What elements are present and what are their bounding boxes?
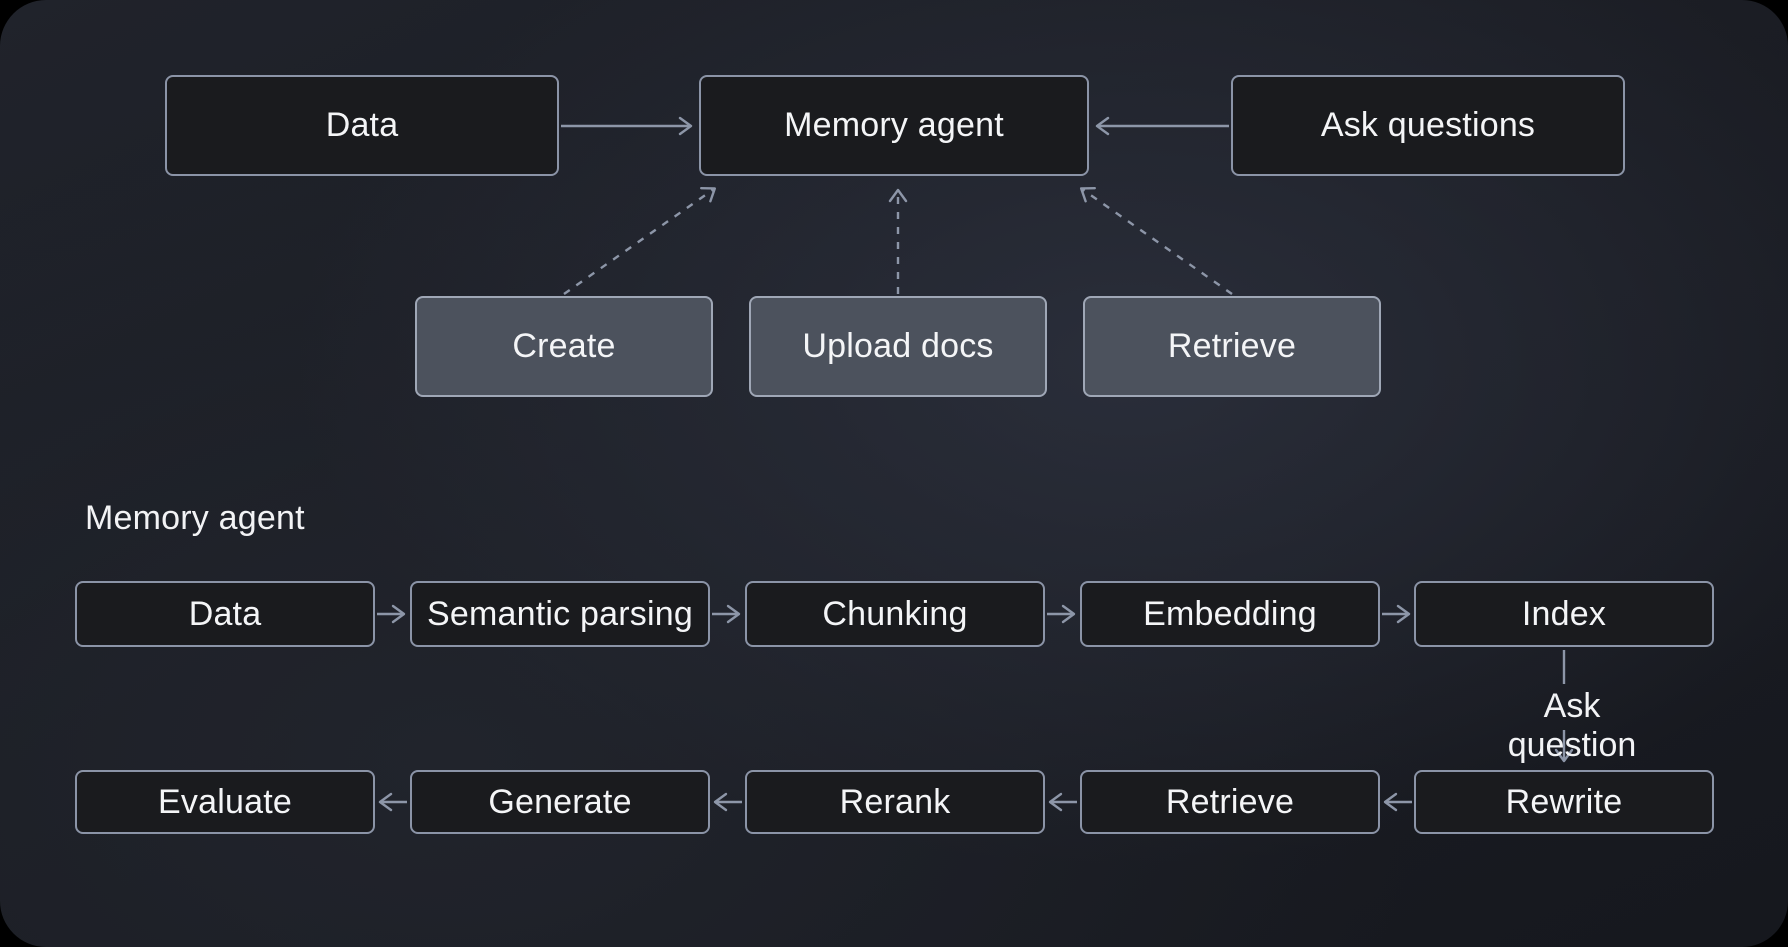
node-retrieve-action: Retrieve bbox=[1083, 296, 1381, 397]
node-label: Retrieve bbox=[1165, 782, 1295, 821]
pipeline-node-semantic-parsing: Semantic parsing bbox=[410, 581, 710, 647]
pipeline-node-retrieve: Retrieve bbox=[1080, 770, 1380, 834]
pipeline-heading: Memory agent bbox=[85, 499, 305, 537]
pipeline-node-evaluate: Evaluate bbox=[75, 770, 375, 834]
node-label: Embedding bbox=[1143, 594, 1317, 633]
node-label: Create bbox=[512, 327, 616, 365]
ask-question-edge-label: Ask question bbox=[1507, 687, 1637, 764]
pipeline-node-generate: Generate bbox=[410, 770, 710, 834]
node-label: Data bbox=[325, 106, 399, 144]
node-create: Create bbox=[415, 296, 713, 397]
node-label: Index bbox=[1521, 594, 1607, 633]
node-label: Ask questions bbox=[1320, 106, 1536, 144]
node-data-source: Data bbox=[165, 75, 559, 176]
node-label: Semantic parsing bbox=[427, 594, 693, 633]
node-label: Data bbox=[188, 594, 262, 633]
node-label: Rewrite bbox=[1505, 782, 1623, 821]
node-label: Retrieve bbox=[1167, 327, 1297, 365]
node-label: Rerank bbox=[839, 782, 951, 821]
pipeline-node-index: Index bbox=[1414, 581, 1714, 647]
node-memory-agent: Memory agent bbox=[699, 75, 1089, 176]
arrow-retrieve-to-memory-agent bbox=[1079, 186, 1233, 295]
node-label: Memory agent bbox=[784, 106, 1004, 144]
pipeline-node-chunking: Chunking bbox=[745, 581, 1045, 647]
node-label: Evaluate bbox=[158, 782, 292, 821]
pipeline-node-rerank: Rerank bbox=[745, 770, 1045, 834]
arrow-create-to-memory-agent bbox=[563, 186, 717, 295]
node-upload-docs: Upload docs bbox=[749, 296, 1047, 397]
node-label: Generate bbox=[488, 782, 632, 821]
node-label: Chunking bbox=[822, 594, 968, 633]
pipeline-node-embedding: Embedding bbox=[1080, 581, 1380, 647]
pipeline-node-rewrite: Rewrite bbox=[1414, 770, 1714, 834]
node-label: Upload docs bbox=[802, 327, 994, 365]
pipeline-node-data: Data bbox=[75, 581, 375, 647]
node-ask-questions: Ask questions bbox=[1231, 75, 1625, 176]
